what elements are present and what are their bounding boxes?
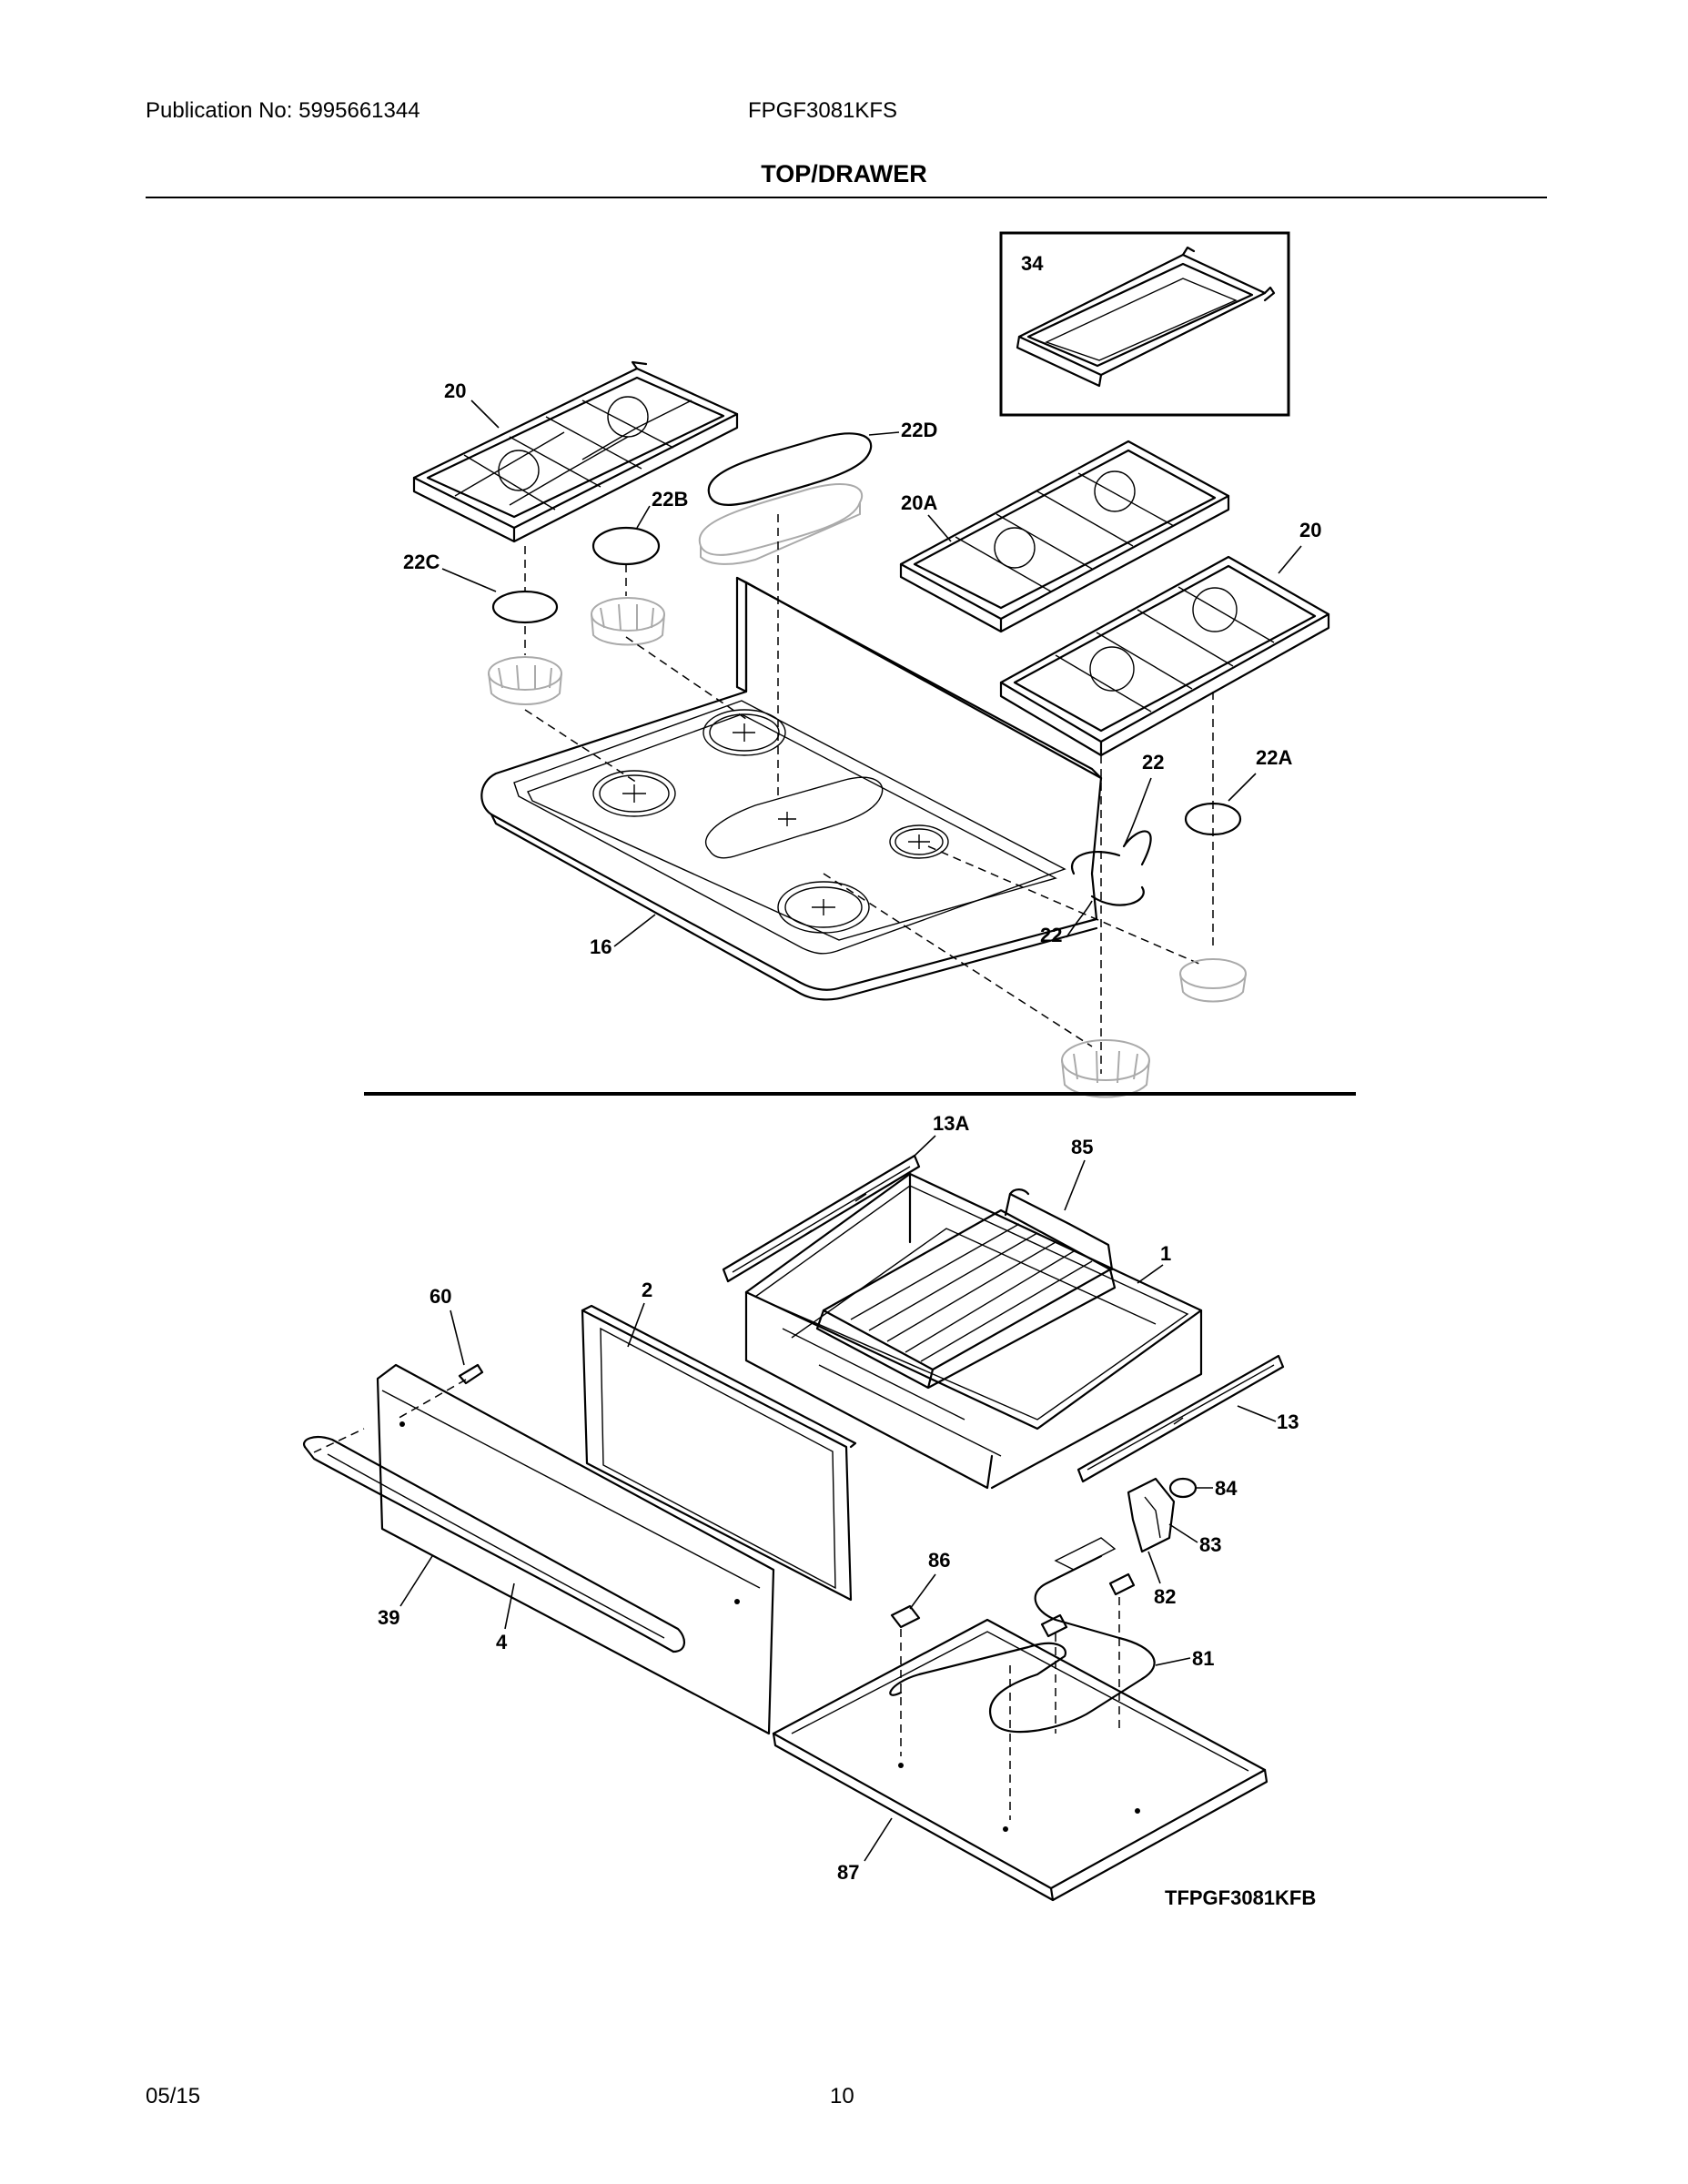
callout-22D: 22D [901,419,937,441]
burner-cap-22C [491,590,559,624]
drawer-handle [302,1428,685,1653]
callout-34: 34 [1021,252,1044,275]
callout-39: 39 [378,1606,399,1629]
grate-20A [899,440,1230,633]
drawer-rack [815,1188,1117,1390]
screw-60 [395,1363,484,1421]
callout-22A: 22A [1256,746,1292,769]
drawer-inner-panel [581,1304,857,1602]
callout-60: 60 [430,1285,451,1308]
drawer-front [376,1363,775,1735]
grate-right [999,555,1330,757]
burner-cap-oval [698,432,873,565]
cooktop-main-top [480,576,1103,1001]
callout-13A: 13A [933,1112,969,1135]
callout-22-lower: 22 [1040,924,1062,946]
heating-element [889,1537,1156,1734]
callout-84: 84 [1215,1477,1238,1500]
burner-cap-22B [591,526,661,566]
callout-16: 16 [590,935,612,958]
callout-20-left: 20 [444,379,466,402]
publication-number: Publication No: 5995661344 [146,98,420,123]
section-divider [364,1092,1356,1096]
heater-bracket [1127,1477,1198,1553]
callout-13: 13 [1277,1410,1299,1433]
callout-83: 83 [1199,1533,1221,1556]
callout-22C: 22C [403,551,440,573]
callout-81: 81 [1192,1647,1214,1670]
burner-head-22B [591,597,665,646]
drawer-bottom-plate [772,1597,1269,1902]
burner-head-22A [1179,958,1247,1003]
footer-date: 05/15 [146,2084,201,2108]
drawing-id: TFPGF3081KFB [1165,1886,1316,1909]
drawer-slide-13A [722,1154,921,1283]
burner-head-22C [488,656,562,705]
callout-2: 2 [642,1279,652,1301]
callout-20A: 20A [901,491,937,514]
callout-82: 82 [1154,1585,1176,1608]
callout-87: 87 [837,1861,859,1884]
burner-head-22 [1061,1039,1150,1098]
model-number: FPGF3081KFS [748,98,898,123]
section-title: TOP/DRAWER [761,160,927,187]
drawer-slide-13 [1076,1354,1285,1483]
grate-left [412,360,739,543]
callout-22-upper: 22 [1142,751,1164,774]
griddle-inset [999,231,1290,417]
footer-page-number: 10 [830,2084,854,2108]
callout-1: 1 [1160,1242,1171,1265]
header-divider [146,197,1547,198]
element-clip [890,1572,1136,1638]
callout-86: 86 [928,1549,950,1572]
burner-ring-22 [1071,830,1152,906]
callout-4: 4 [496,1631,508,1653]
callout-20-right: 20 [1299,519,1321,541]
callout-85: 85 [1071,1136,1093,1158]
callout-22B: 22B [652,488,688,511]
